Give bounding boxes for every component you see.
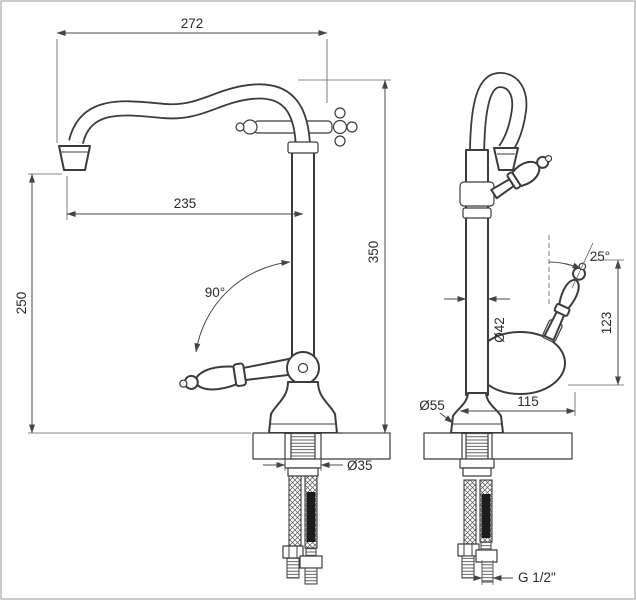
spout [58,83,311,171]
dim-connection-thread: G 1/2" [462,560,556,585]
handle-side [490,154,553,200]
swivel-joint [286,351,320,385]
hose-core [306,492,316,542]
mounting-nut [284,458,322,469]
dim-label-swivel-angle: 90° [205,285,225,300]
mounting-shank [290,432,316,460]
supply-hose-left [463,479,477,545]
top-cross-handle [235,107,358,147]
dim-label-spout-height: 250 [14,292,29,315]
dim-label-hole-diameter: Ø35 [347,458,373,473]
hose-nut [299,555,323,569]
dim-label-spout-reach: 235 [174,196,197,211]
front-view [58,83,391,585]
spout-side [469,71,528,171]
side-view [423,71,587,583]
hose-core [481,494,491,538]
spout-aerator-side [493,147,519,171]
dim-label-total-height: 350 [366,241,381,264]
base-side [450,392,504,434]
dim-label-handle-height: 123 [599,312,614,335]
dim-label-handle-angle: 25° [590,249,610,264]
dim-body-depth: 115 [459,392,576,416]
dim-body-diameter: Ø42 [444,296,510,343]
hose-nut [475,549,498,563]
countertop-side [423,432,573,460]
hose-thread [286,557,300,579]
thread-g12 [481,561,494,583]
handle-mount [459,181,495,207]
mounting-shank [465,432,489,460]
countertop-front [252,432,391,460]
dimensions: 272 235 250 350 90° [14,16,624,585]
dim-label-top-width: 272 [181,16,204,31]
dim-swivel-angle: 90° [194,259,291,353]
dim-label-connection-thread: G 1/2" [518,570,556,585]
base [268,381,338,434]
dim-hole-diameter: Ø35 [263,458,373,473]
dim-spout-reach: 235 [66,176,304,220]
faucet-body [287,141,319,357]
dim-label-base-diameter: Ø55 [419,398,445,413]
dim-base-diameter: Ø55 [419,398,454,424]
hose-thread [461,555,475,579]
under-counter-side [457,432,498,583]
spout-aerator [58,145,91,171]
under-counter-front [282,432,323,585]
mounting-nut [459,458,495,469]
swivel-housing [462,207,566,396]
handle [179,357,296,391]
dim-spout-height: 250 [14,173,251,434]
handle-tip [179,379,188,388]
dim-top-width: 272 [56,16,328,143]
dim-total-height: 350 [298,79,391,434]
dim-label-body-diameter: Ø42 [492,317,507,343]
dim-label-body-depth: 115 [517,394,539,409]
supply-hose-left [288,475,302,547]
body-pipe [465,214,489,396]
hose-thread [304,567,318,585]
dim-handle-height: 123 [568,259,624,386]
